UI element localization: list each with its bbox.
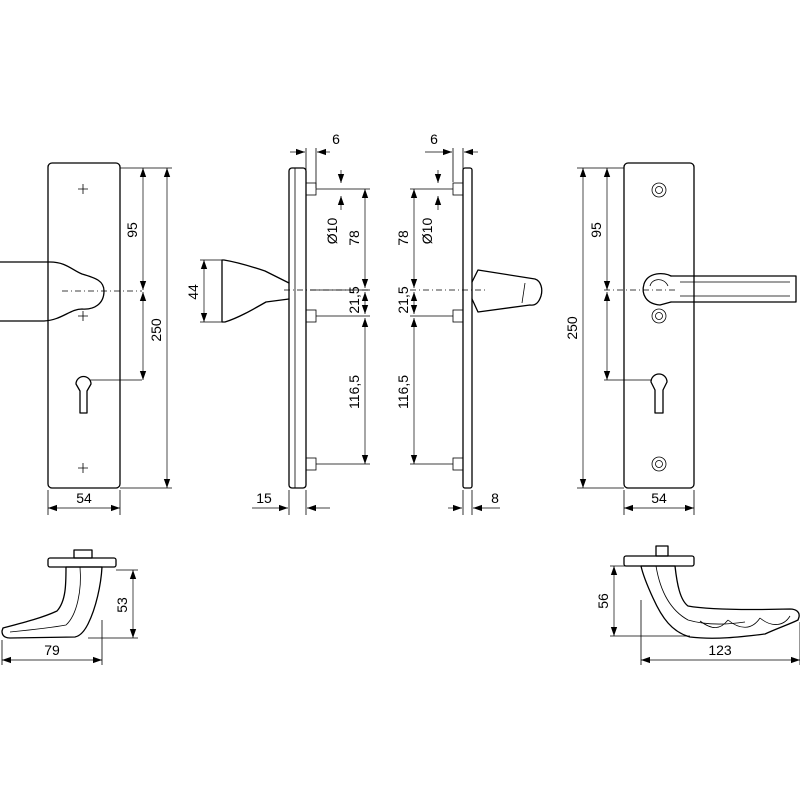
- outside-side-view: 44 6 Ø10 78 21,5 116,5 15: [185, 131, 370, 515]
- screw-head-bottom-inner: [655, 460, 663, 468]
- knob-body: [1, 566, 103, 639]
- lever-height-ext: [610, 565, 690, 637]
- inside-height-ext: [577, 167, 624, 489]
- label-inside-78: 78: [395, 230, 411, 246]
- label-inside-116-5: 116,5: [395, 375, 411, 409]
- label-outside-116-5: 116,5: [346, 375, 362, 409]
- lever-top-view: 56 123: [595, 545, 800, 665]
- inside-lever-profile: [471, 269, 543, 313]
- lever-body: [640, 565, 800, 639]
- label-inside-8: 8: [491, 490, 499, 506]
- outside-keyhole: [75, 375, 92, 414]
- knob-top-view: 53 79: [1, 549, 138, 665]
- label-outside-78: 78: [346, 230, 362, 246]
- knob-body-contour: [9, 566, 81, 633]
- screw-boss-top: [305, 182, 317, 196]
- outside-knob: [0, 261, 105, 322]
- knob-rose: [47, 557, 117, 568]
- label-inside-d10: Ø10: [419, 218, 435, 245]
- label-inside-54: 54: [651, 490, 667, 506]
- inside-lever-detail: [680, 281, 790, 297]
- inside-screw-offset-ext: [452, 148, 464, 182]
- knob-spindle: [73, 549, 93, 559]
- label-lever-56: 56: [595, 593, 611, 609]
- lever-grip-ridges: [699, 615, 791, 629]
- inside-lever-rose: [642, 272, 672, 306]
- label-outside-6: 6: [332, 131, 340, 147]
- inside-screw-boss-bottom: [452, 457, 464, 471]
- inside-lever-end-line: [521, 282, 526, 304]
- lever-spindle: [655, 545, 669, 557]
- screw-mark-mid: [78, 311, 88, 321]
- lever-length-ext: [640, 600, 800, 665]
- inside-plate: [623, 162, 695, 489]
- screw-boss-bottom: [305, 457, 317, 471]
- label-lever-123: 123: [708, 642, 732, 658]
- label-knob-79: 79: [44, 642, 60, 658]
- inside-screw-boss-mid: [452, 309, 464, 323]
- outside-front-view: 95 250 54: [0, 162, 172, 515]
- lever-body-contour: [655, 565, 746, 625]
- screw-boss-mid: [305, 309, 317, 323]
- inside-keyhole: [650, 373, 668, 414]
- inside-lever-rose-detail: [649, 279, 669, 287]
- label-inside-21-5: 21,5: [395, 286, 411, 313]
- lever-rose: [623, 555, 695, 567]
- label-inside-95: 95: [588, 222, 604, 238]
- inside-lever: [670, 275, 797, 303]
- inside-side-plate: [462, 167, 473, 489]
- knob-height-ext: [200, 259, 222, 323]
- label-inside-250: 250: [564, 316, 580, 340]
- label-outside-44: 44: [185, 284, 201, 300]
- inside-side-view: 6 Ø10 78 21,5 116,5 8: [395, 131, 543, 515]
- screw-head-mid-inner: [655, 312, 663, 320]
- outside-side-plate: [288, 167, 307, 489]
- outside-height-ext: [120, 167, 172, 489]
- screw-head-top: [651, 182, 667, 198]
- screw-offset-ext: [305, 148, 317, 188]
- outside-spacing-ext: [310, 188, 370, 465]
- screw-head-mid: [651, 308, 667, 324]
- outside-thickness-ext: [288, 490, 307, 515]
- label-outside-d10: Ø10: [324, 218, 340, 245]
- label-outside-15: 15: [256, 490, 272, 506]
- screw-head-top-inner: [655, 186, 663, 194]
- inside-screw-boss-top: [452, 182, 464, 196]
- outside-knob-profile: [221, 259, 290, 323]
- outside-plate: [47, 162, 121, 489]
- inside-thickness-ext: [462, 490, 473, 515]
- screw-mark-bottom: [78, 463, 88, 473]
- screw-mark-top: [78, 184, 88, 194]
- inside-spacing-ext: [410, 188, 453, 465]
- inside-front-view: 95 250 54: [564, 162, 797, 515]
- screw-head-bottom: [651, 456, 667, 472]
- label-inside-6: 6: [430, 131, 438, 147]
- label-outside-21-5: 21,5: [346, 286, 362, 313]
- label-outside-54: 54: [76, 490, 92, 506]
- label-outside-95: 95: [124, 222, 140, 238]
- label-outside-250: 250: [148, 318, 164, 342]
- label-knob-53: 53: [114, 597, 130, 613]
